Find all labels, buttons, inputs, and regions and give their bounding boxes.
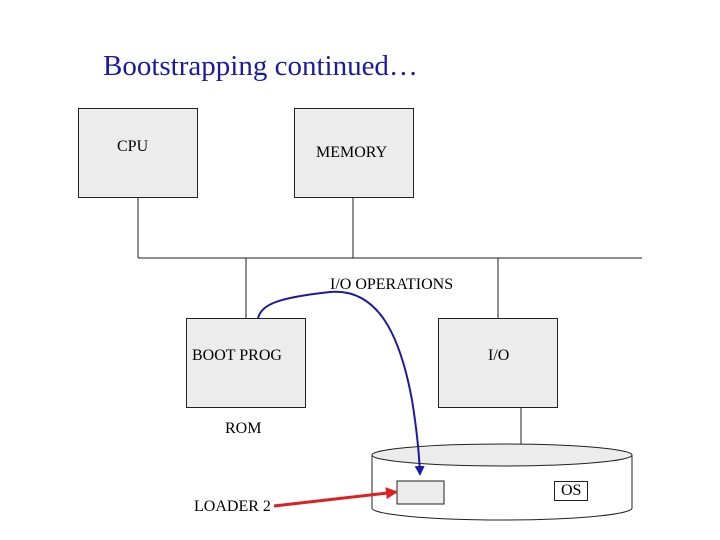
loader2-label: LOADER 2 [194,498,271,515]
rom-label: ROM [225,420,262,437]
boot-prog-box [186,318,306,408]
os-label: OS [554,481,589,501]
os-block [396,480,445,505]
io-label: I/O [488,347,510,364]
io-operations-label: I/O OPERATIONS [330,276,454,293]
memory-box [294,108,414,198]
slide-title: Bootstrapping continued… [103,50,418,82]
io-box [438,318,558,408]
loader-arrow [273,487,398,508]
boot-prog-label: BOOT PROG [192,347,282,364]
io-operations-arrow [257,290,425,476]
memory-label: MEMORY [316,144,388,161]
cpu-box [78,108,198,198]
cpu-label: CPU [117,138,149,155]
